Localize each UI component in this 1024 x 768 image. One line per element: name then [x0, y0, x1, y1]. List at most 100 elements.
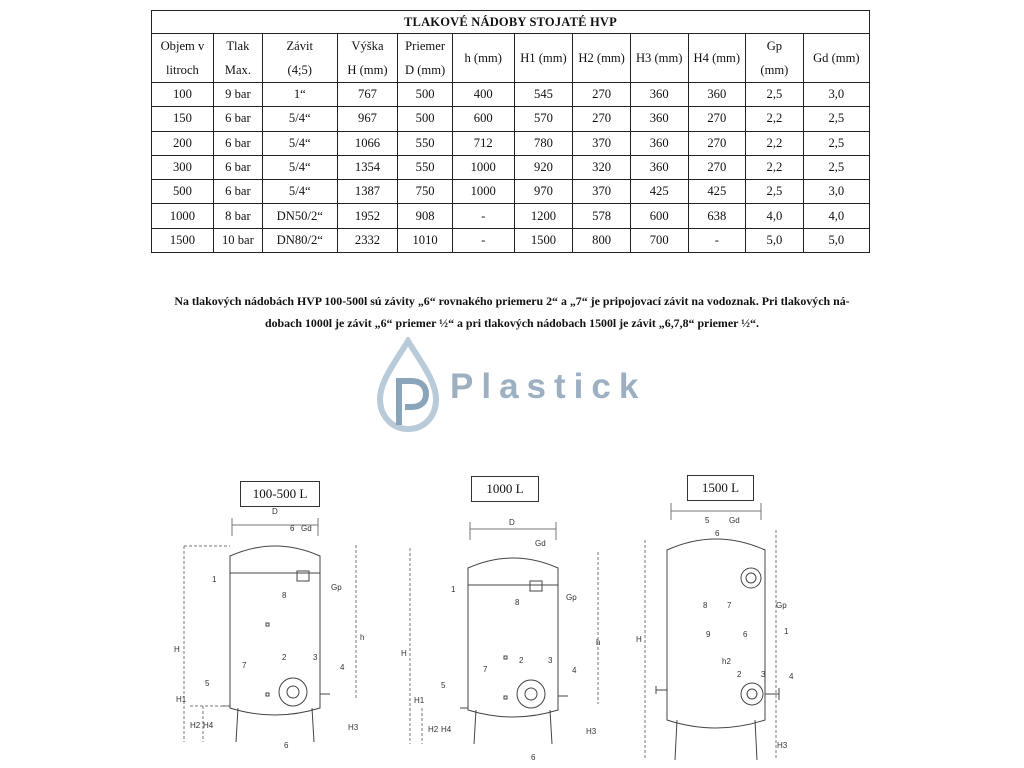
table-cell: 150: [151, 106, 214, 132]
table-cell: DN80/2“: [261, 227, 338, 254]
dim-h1-1: H1: [176, 695, 187, 704]
table-cell: 2,5: [802, 106, 871, 132]
table-cell: 1200: [513, 203, 574, 229]
column-header-line: H3 (mm): [635, 51, 683, 65]
part-3-label-1: 3: [313, 653, 318, 662]
part-2-label-3: 2: [737, 670, 742, 679]
part-5-label-3: 5: [705, 516, 710, 525]
table-cell: 360: [687, 81, 747, 108]
dim-gp-3: Gp: [776, 601, 787, 610]
diagram-label-1500: 1500 L: [687, 475, 754, 501]
table-cell: 1500: [151, 227, 214, 254]
note-line-2: dobach 1000l je závit „6“ priemer ½“ a p…: [265, 316, 759, 330]
column-header: Výška H (mm): [336, 33, 399, 83]
part-2-label-2: 2: [519, 656, 524, 665]
dim-d-1: D: [272, 507, 278, 516]
dim-gd-1: Gd: [301, 524, 312, 533]
table-cell: 10 bar: [212, 227, 263, 254]
table-cell: 1387: [336, 179, 399, 205]
table-cell: 6 bar: [212, 154, 263, 181]
tank-drawing-1500: [644, 503, 780, 761]
table-cell: 1500: [513, 227, 574, 254]
column-header-line: (4;5): [287, 63, 312, 77]
spec-table: TLAKOVÉ NÁDOBY STOJATÉ HVP Objem v litroc…: [151, 10, 871, 254]
table-cell: 1“: [261, 81, 338, 108]
dim-d-2: D: [509, 518, 515, 527]
dim-h4-2: H4: [441, 725, 452, 734]
column-header-line: Objem v: [160, 39, 205, 53]
column-header: Gp(mm): [745, 33, 804, 83]
table-cell: 712: [451, 130, 515, 156]
dim-small-h-2: h: [596, 638, 600, 647]
column-header-line: H4 (mm): [693, 51, 741, 65]
column-header: H1 (mm): [513, 33, 574, 83]
column-header-line: H (mm): [347, 63, 388, 77]
part-8-label-1: 8: [282, 591, 287, 600]
part-6-label-1: 6: [290, 524, 295, 533]
column-header-line: h (mm): [464, 51, 502, 65]
column-header-line: Výška: [351, 39, 384, 53]
table-cell: 3,0: [802, 179, 871, 205]
table-cell: 5,0: [802, 227, 871, 254]
table-cell: 767: [336, 81, 399, 108]
table-cell: 2,2: [745, 106, 804, 132]
table-cell: 9 bar: [212, 81, 263, 108]
part-9-label-3: 9: [706, 630, 711, 639]
column-header: h (mm): [451, 33, 515, 83]
column-header-line: Gp: [766, 39, 783, 53]
column-header: H3 (mm): [629, 33, 689, 83]
table-cell: 425: [687, 179, 747, 205]
table-cell: 100: [151, 81, 214, 108]
part-1-label-3: 1: [784, 627, 789, 636]
column-header-line: litroch: [165, 63, 199, 77]
table-cell: 360: [629, 130, 689, 156]
column-header-line: Priemer: [405, 39, 446, 53]
table-cell: 970: [513, 179, 574, 205]
table-cell: 320: [572, 154, 631, 181]
water-drop-p-icon: [376, 337, 440, 432]
note-text: Na tlakových nádobách HVP 100-500l sú zá…: [150, 290, 874, 334]
dim-gd-2: Gd: [535, 539, 546, 548]
column-header: H4 (mm): [687, 33, 747, 83]
column-header-line: H1 (mm): [520, 51, 567, 65]
part-6-label-3: 6: [715, 529, 720, 538]
dim-gp-2: Gp: [566, 593, 577, 602]
part-6b-label-3: 6: [743, 630, 748, 639]
table-cell: 1066: [336, 130, 399, 156]
table-cell: 360: [629, 81, 689, 108]
part-1-label-2: 1: [451, 585, 456, 594]
table-cell: 550: [397, 130, 453, 156]
dim-h2-3: h2: [722, 657, 731, 666]
column-header: Objem v litroch: [151, 33, 214, 83]
table-cell: 500: [151, 179, 214, 205]
table-cell: DN50/2“: [261, 203, 338, 229]
part-5-label-2: 5: [441, 681, 446, 690]
dim-small-h-1: h: [360, 633, 364, 642]
column-header: H2 (mm): [572, 33, 631, 83]
table-cell: 400: [451, 81, 515, 108]
part-6b-label-2: 6: [531, 753, 536, 762]
column-header: Gd (mm): [802, 33, 871, 83]
table-cell: 200: [151, 130, 214, 156]
diagram-label-100-500: 100-500 L: [240, 481, 320, 507]
table-cell: 6 bar: [212, 179, 263, 205]
part-5-label-1: 5: [205, 679, 210, 688]
column-header-line: D (mm): [404, 63, 446, 77]
table-cell: 300: [151, 154, 214, 181]
dim-gd-3: Gd: [729, 516, 740, 525]
table-title: TLAKOVÉ NÁDOBY STOJATÉ HVP: [151, 10, 870, 34]
table-cell: 5/4“: [261, 106, 338, 132]
table-cell: 1000: [451, 179, 515, 205]
dim-h3-2: H3: [586, 727, 597, 736]
part-3-label-3: 3: [761, 670, 766, 679]
column-header: Priemer D (mm): [397, 33, 453, 83]
dim-h-1: H: [174, 645, 180, 654]
